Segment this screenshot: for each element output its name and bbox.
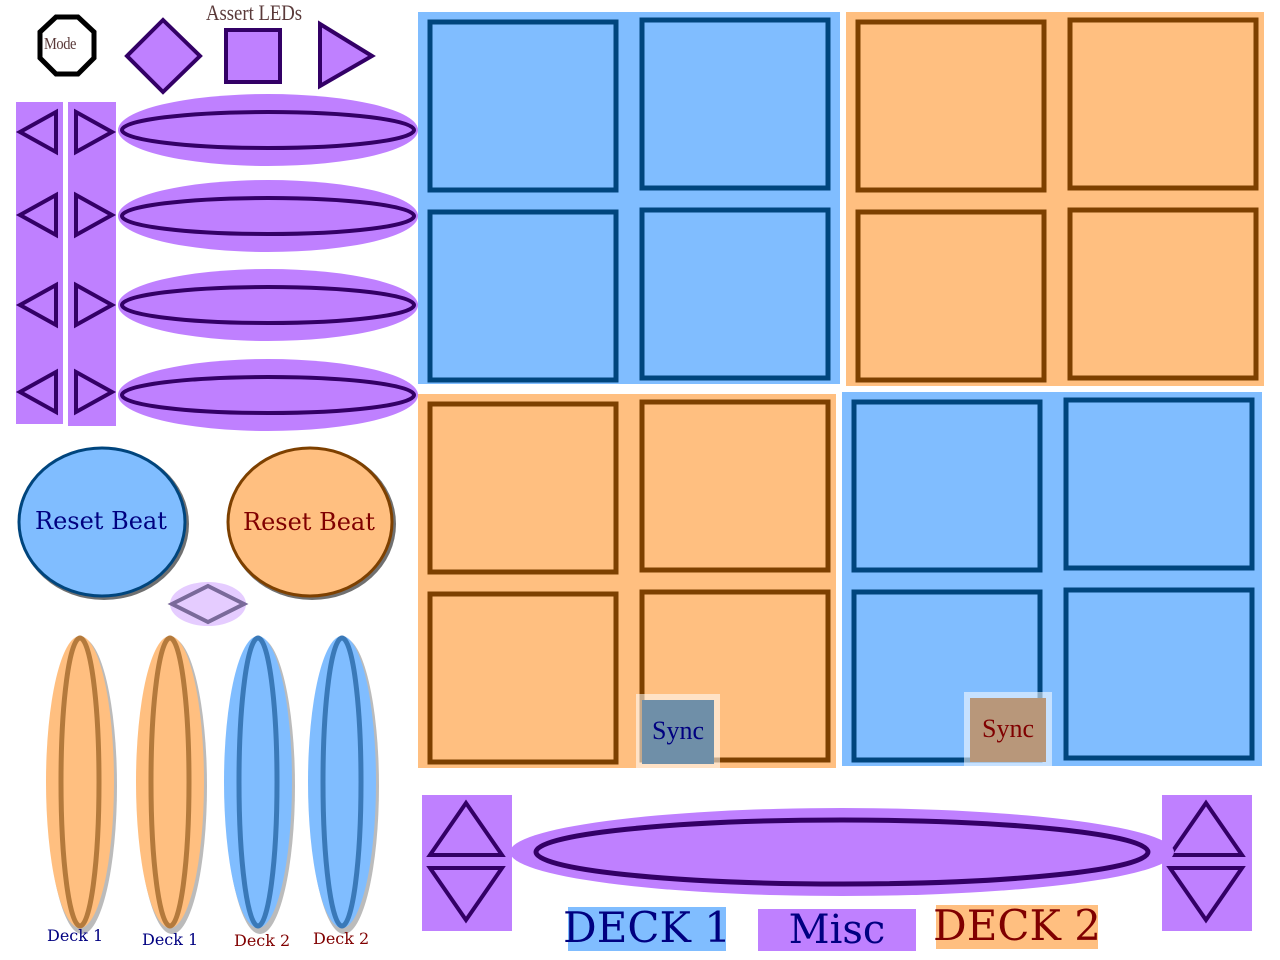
sync-button-right-label: Sync xyxy=(982,714,1034,743)
slider-3[interactable] xyxy=(120,285,416,325)
triangle-right-icon[interactable] xyxy=(74,108,117,156)
legend-misc: Misc xyxy=(788,907,886,953)
mode-octagon-icon[interactable] xyxy=(37,14,97,77)
slider-2[interactable] xyxy=(120,196,416,236)
reset-beat-deck2-label: Reset Beat xyxy=(243,508,375,536)
reset-beat-deck1-label: Reset Beat xyxy=(35,507,167,535)
pad-4-2[interactable] xyxy=(1063,397,1255,571)
triangle-right-icon[interactable] xyxy=(74,368,117,416)
fader-4-track xyxy=(308,636,376,928)
shift-diamond-icon[interactable] xyxy=(167,583,249,625)
reset-beat-deck2-button[interactable] xyxy=(226,446,394,598)
fader-1-track xyxy=(46,636,114,928)
bottom-right-up-icon[interactable] xyxy=(1166,799,1246,857)
pad-2-3[interactable] xyxy=(855,209,1047,383)
crossfader-slider[interactable] xyxy=(533,817,1151,887)
fader-label-2: Deck 1 xyxy=(142,930,199,949)
diamond-icon[interactable] xyxy=(124,17,203,95)
bottom-right-arrow-block xyxy=(1162,795,1252,931)
pad-3-1[interactable] xyxy=(427,401,619,575)
sync-button-left-label: Sync xyxy=(652,716,704,745)
sync-button-left-inner xyxy=(642,700,714,764)
fader-3-track xyxy=(224,636,292,928)
triangle-left-icon[interactable] xyxy=(15,368,58,416)
triangle-left-icon[interactable] xyxy=(15,108,58,156)
play-triangle-icon[interactable] xyxy=(318,20,376,90)
pad-2-2[interactable] xyxy=(1067,17,1259,191)
assert-leds-label: Assert LEDs xyxy=(206,0,303,25)
legend-deck2-bg xyxy=(936,905,1098,949)
fader-2-track xyxy=(136,636,204,928)
pad-1-2[interactable] xyxy=(639,17,831,191)
legend-misc-bg xyxy=(758,909,916,951)
triangle-right-icon[interactable] xyxy=(74,191,117,239)
bottom-right-down-icon[interactable] xyxy=(1166,866,1246,924)
fader-label-4: Deck 2 xyxy=(313,929,370,948)
fader-label-3: Deck 2 xyxy=(234,931,291,950)
pad-4-1[interactable] xyxy=(851,399,1043,573)
fader-2[interactable] xyxy=(148,635,192,929)
sync-button-right-inner xyxy=(970,698,1046,762)
pad-4-4[interactable] xyxy=(1063,587,1255,761)
triangle-left-icon[interactable] xyxy=(15,281,58,329)
pad-2-1[interactable] xyxy=(855,19,1047,193)
slider-1[interactable] xyxy=(120,110,416,150)
square-icon[interactable] xyxy=(224,28,282,84)
legend-deck1-bg xyxy=(568,907,726,951)
triangle-left-icon[interactable] xyxy=(15,191,58,239)
pad-3-3[interactable] xyxy=(427,591,619,765)
reset-beat-deck1-button[interactable] xyxy=(17,446,187,598)
pad-3-2[interactable] xyxy=(639,399,831,573)
fader-label-1: Deck 1 xyxy=(47,926,104,945)
pad-1-3[interactable] xyxy=(427,209,619,383)
fader-1[interactable] xyxy=(58,635,102,929)
legend-deck2: DECK 2 xyxy=(933,900,1101,950)
fader-4[interactable] xyxy=(320,635,364,929)
fader-3[interactable] xyxy=(236,635,280,929)
bottom-left-arrow-block xyxy=(422,795,512,931)
pad-2-4[interactable] xyxy=(1067,207,1259,381)
legend-deck1: DECK 1 xyxy=(563,902,731,952)
pad-1-4[interactable] xyxy=(639,207,831,381)
mode-label: Mode xyxy=(44,34,77,53)
slider-4[interactable] xyxy=(120,375,416,415)
triangle-right-icon[interactable] xyxy=(74,281,117,329)
bottom-left-up-icon[interactable] xyxy=(426,799,506,857)
pad-1-1[interactable] xyxy=(427,19,619,193)
bottom-left-down-icon[interactable] xyxy=(426,866,506,924)
